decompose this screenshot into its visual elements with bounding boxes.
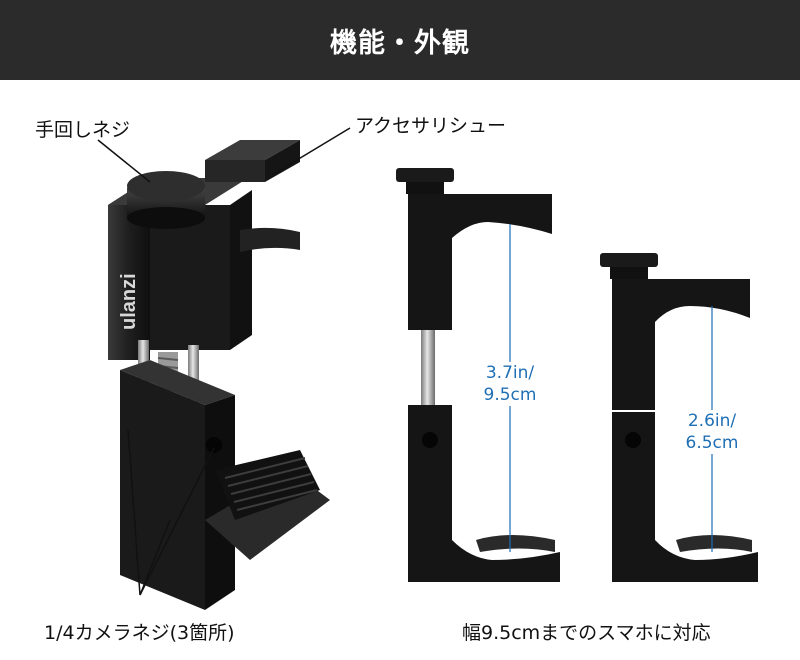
brand-logo: ulanzi	[118, 273, 140, 330]
accessory-shoe	[205, 140, 300, 160]
min-width-inches: 2.6in/	[687, 411, 737, 431]
max-width-inches: 3.7in/	[485, 363, 535, 383]
phone-width-label: 幅9.5cmまでのスマホに対応	[462, 622, 711, 644]
min-width-cm: 6.5cm	[685, 433, 739, 453]
max-width-cm: 9.5cm	[483, 385, 537, 405]
clamp-extended	[396, 168, 560, 582]
page-title: 機能・外観	[330, 27, 470, 59]
clamp-3d: ulanzi	[97, 127, 351, 610]
accessory-shoe-label: アクセサリシュー	[355, 115, 507, 137]
min-width-measurement: 2.6in/ 6.5cm	[664, 410, 760, 454]
thumb-screw-knob	[127, 171, 205, 229]
camera-screw-label: 1/4カメラネジ(3箇所)	[44, 622, 235, 644]
max-width-measurement: 3.7in/ 9.5cm	[462, 362, 558, 406]
thumb-screw-label: 手回しネジ	[35, 119, 131, 141]
camera-screw-hole	[206, 437, 222, 453]
page-header: 機能・外観	[0, 0, 800, 80]
